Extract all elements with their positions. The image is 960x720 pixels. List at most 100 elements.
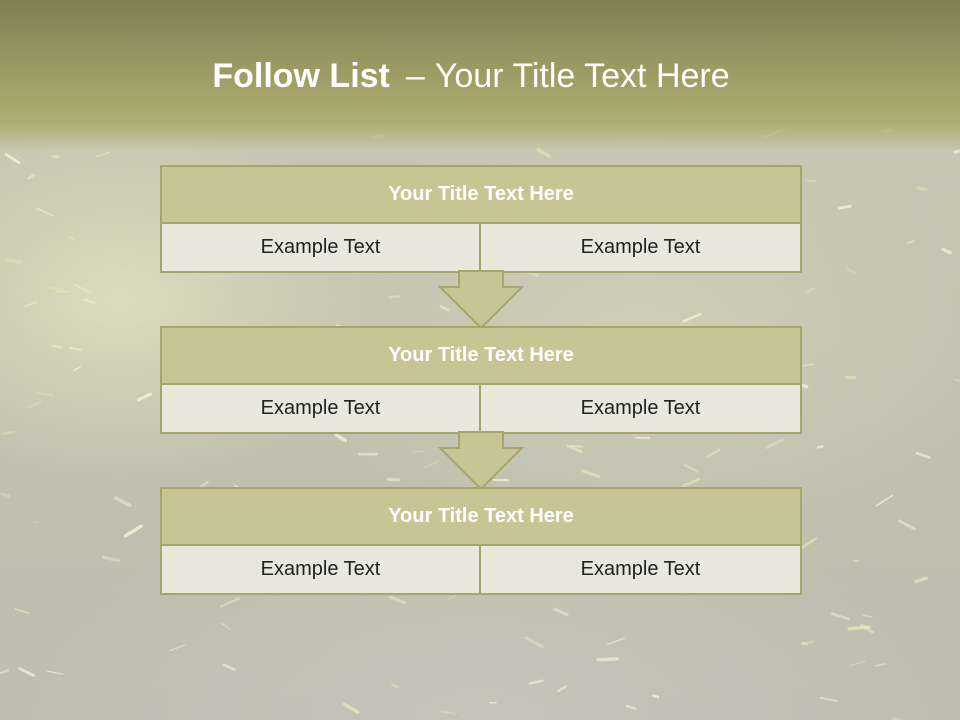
spark-streak [915, 451, 931, 460]
spark-streak [51, 154, 60, 159]
spark-streak [14, 608, 30, 614]
spark-streak [552, 607, 569, 617]
spark-streak [36, 391, 54, 397]
spark-streak [681, 478, 700, 488]
list-block-3: Your Title Text Here Example Text Exampl… [160, 487, 802, 595]
spark-streak [69, 346, 83, 351]
block-title: Your Title Text Here [160, 487, 802, 546]
spark-streak [907, 240, 915, 245]
down-arrow-icon [438, 431, 524, 491]
spark-streak [897, 519, 916, 531]
spark-streak [800, 640, 815, 646]
spark-streak [200, 480, 209, 487]
spark-streak [706, 448, 721, 458]
block-title: Your Title Text Here [160, 165, 802, 224]
spark-streak [683, 463, 699, 473]
spark-streak [606, 637, 626, 646]
spark-streak [388, 295, 401, 299]
spark-streak [4, 153, 21, 164]
title-band [0, 0, 960, 150]
spark-streak [114, 496, 132, 507]
spark-streak [233, 484, 240, 489]
block-right-text: Example Text [479, 544, 802, 595]
spark-streak [953, 378, 960, 383]
spark-streak [800, 537, 818, 549]
spark-streak [847, 625, 871, 631]
spark-streak [652, 694, 660, 699]
spark-streak [916, 186, 928, 192]
spark-streak [524, 636, 544, 649]
spark-streak [24, 301, 38, 308]
spark-streak [953, 149, 960, 154]
spark-streak [391, 683, 400, 689]
spark-streak [386, 477, 401, 482]
spark-streak [219, 597, 240, 608]
spark-streak [48, 287, 63, 291]
spark-streak [830, 612, 850, 621]
spark-streak [805, 286, 816, 293]
spark-streak [566, 444, 583, 453]
spark-streak [439, 304, 450, 312]
spark-streak [0, 430, 15, 435]
spark-streak [805, 179, 817, 183]
spark-streak [169, 644, 186, 652]
block-left-text: Example Text [160, 222, 481, 273]
spark-streak [528, 679, 544, 685]
spark-streak [816, 445, 824, 449]
spark-streak [536, 148, 552, 158]
spark-streak [596, 657, 619, 662]
spark-streak [388, 595, 406, 605]
spark-streak [848, 660, 867, 667]
spark-streak [222, 663, 236, 671]
list-block-1: Your Title Text Here Example Text Exampl… [160, 165, 802, 273]
block-left-text: Example Text [160, 544, 481, 595]
spark-streak [123, 524, 143, 538]
spark-streak [136, 392, 153, 402]
spark-streak [569, 444, 584, 448]
spark-streak [101, 555, 121, 563]
spark-streak [51, 344, 64, 349]
spark-streak [801, 642, 808, 646]
spark-streak [682, 312, 702, 323]
spark-streak [862, 614, 873, 618]
spark-streak [46, 670, 64, 675]
spark-streak [557, 685, 568, 693]
spark-streak [914, 576, 928, 583]
spark-streak [875, 494, 893, 507]
down-arrow-icon [438, 270, 524, 330]
spark-streak [95, 151, 111, 158]
list-block-2: Your Title Text Here Example Text Exampl… [160, 326, 802, 434]
spark-streak [460, 715, 468, 717]
spark-streak [83, 298, 96, 305]
spark-streak [581, 469, 601, 478]
block-left-text: Example Text [160, 383, 481, 434]
spark-streak [334, 433, 348, 443]
spark-streak [424, 460, 439, 469]
block-right-text: Example Text [479, 383, 802, 434]
slide-title-dash: – [405, 57, 425, 95]
spark-streak [5, 258, 23, 264]
slide-title: Follow List–Your Title Text Here [0, 54, 942, 98]
spark-streak [73, 366, 82, 371]
spark-streak [27, 400, 42, 409]
spark-streak [27, 173, 35, 180]
block-title: Your Title Text Here [160, 326, 802, 385]
spark-streak [0, 492, 11, 498]
spark-streak [941, 247, 952, 255]
spark-streak [18, 667, 35, 677]
slide-title-bold: Follow List [212, 57, 390, 95]
spark-streak [13, 153, 27, 163]
spark-streak [845, 267, 857, 275]
spark-streak [765, 438, 785, 449]
spark-streak [0, 669, 10, 675]
spark-streak [625, 704, 637, 710]
spark-streak [342, 702, 360, 714]
spark-streak [819, 696, 839, 703]
slide-title-rest: Your Title Text Here [434, 57, 730, 95]
spark-streak [837, 204, 852, 210]
spark-streak [36, 207, 54, 217]
spark-streak [73, 283, 92, 294]
spark-streak [440, 710, 456, 715]
spark-streak [860, 624, 875, 634]
spark-streak [221, 622, 232, 630]
